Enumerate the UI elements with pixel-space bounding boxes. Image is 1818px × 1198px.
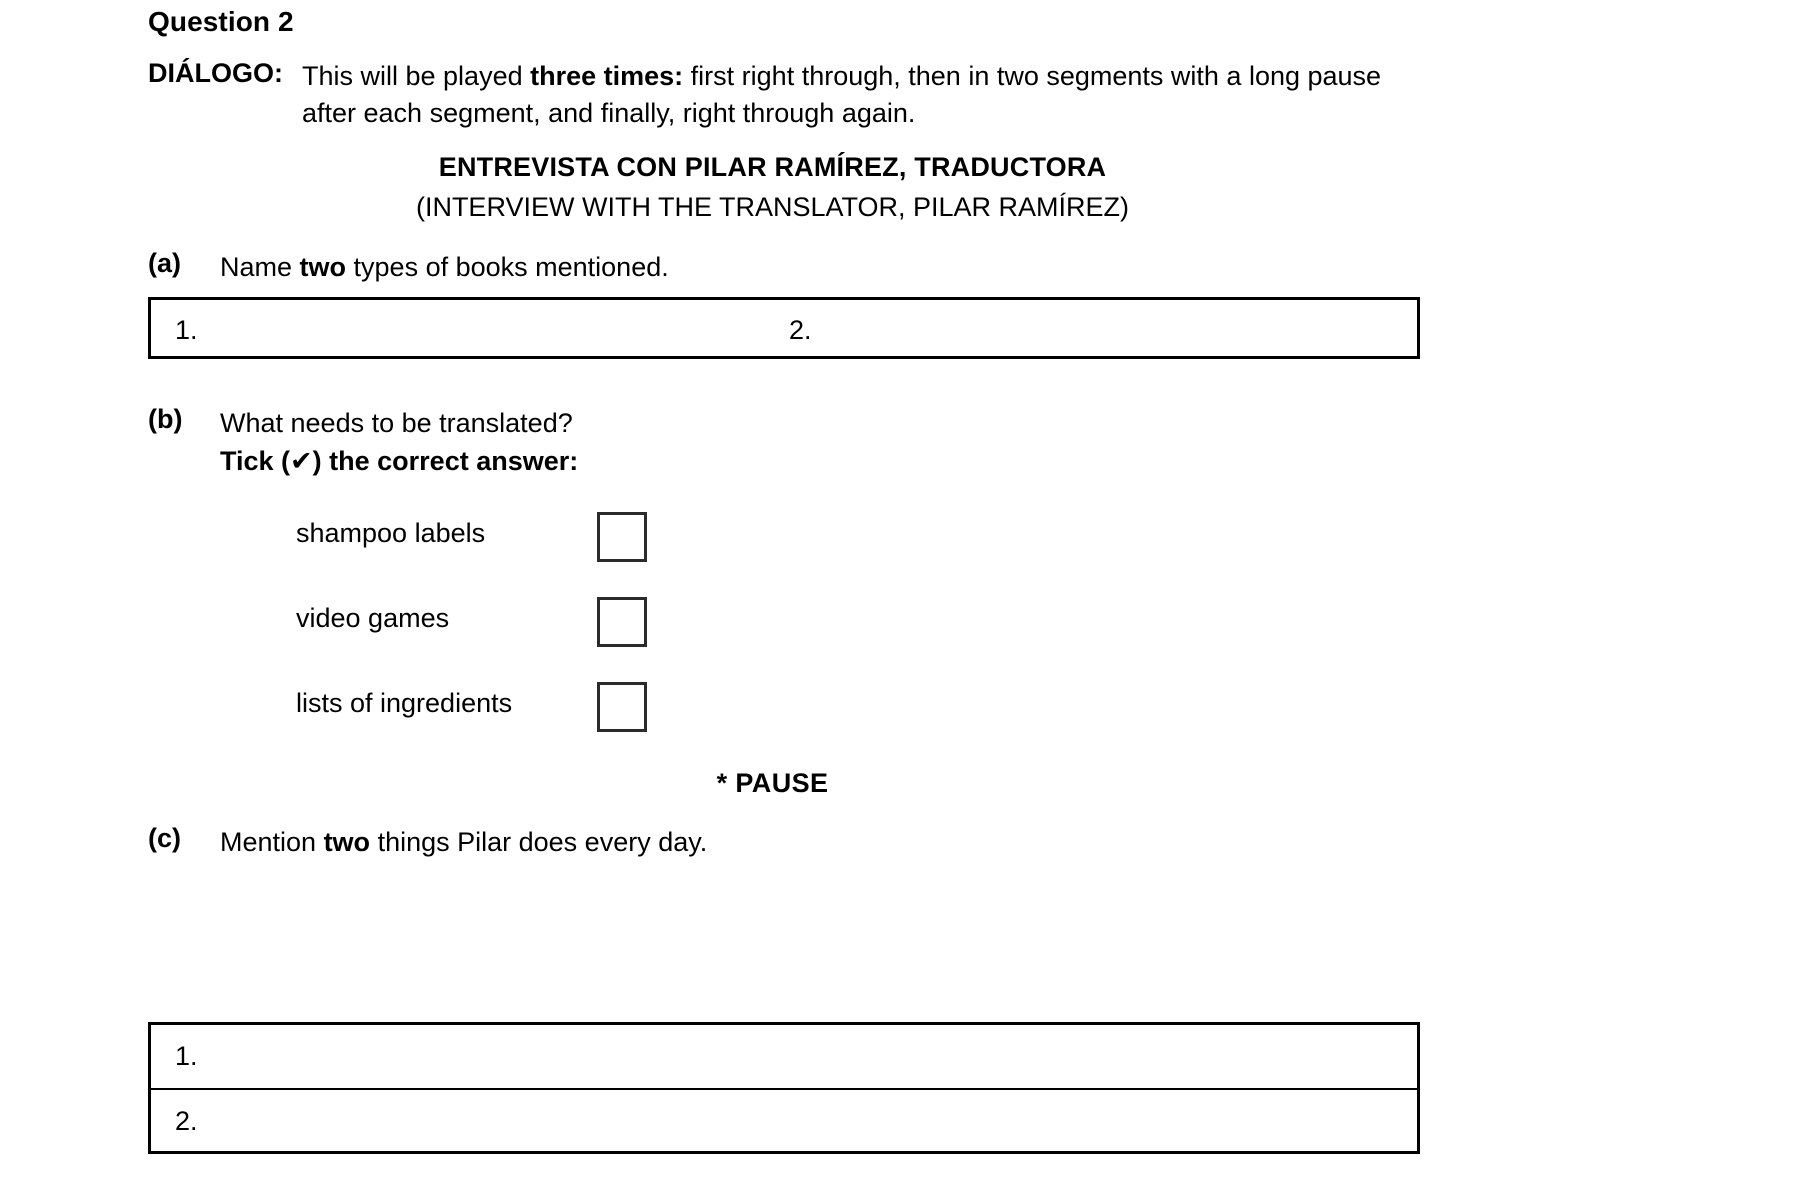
option-checkbox[interactable] — [597, 682, 647, 732]
table-row[interactable]: 2. — [151, 1088, 1417, 1151]
dialogo-label: DIÁLOGO: — [148, 58, 283, 88]
dialogo-instruction: DIÁLOGO: This will be played three times… — [148, 58, 1438, 133]
part-c-answer-label-2: 2. — [175, 1106, 198, 1136]
question-part-a: (a) Name two types of books mentioned. — [148, 248, 669, 286]
page-title: Question 2 — [148, 6, 294, 37]
table-row[interactable]: 1. — [151, 1025, 1417, 1088]
pause-marker: * PAUSE — [716, 768, 829, 798]
option-row[interactable]: video games — [296, 597, 756, 682]
option-label: lists of ingredients — [296, 688, 513, 718]
part-c-answer-label-1: 1. — [175, 1041, 198, 1071]
dialogo-text-after: first right through, then in two segment… — [302, 61, 1382, 129]
part-a-answer-box[interactable]: 1. 2. — [148, 297, 1420, 359]
dialogo-text: This will be played three times: first r… — [302, 58, 1438, 133]
part-b-letter: (b) — [148, 404, 183, 434]
option-checkbox[interactable] — [597, 512, 647, 562]
part-b-instruction-before: Tick ( — [220, 446, 291, 477]
dialogo-text-before: This will be played — [302, 61, 531, 91]
tick-icon: ✔ — [290, 446, 313, 478]
part-c-text-after: things Pilar does every day. — [370, 827, 708, 857]
interview-title: ENTREVISTA CON PILAR RAMÍREZ, TRADUCTORA — [438, 152, 1107, 182]
part-c-text: Mention two things Pilar does every day. — [220, 823, 707, 861]
part-c-letter: (c) — [148, 823, 181, 853]
part-b-options: shampoo labels video games lists of ingr… — [296, 512, 756, 767]
part-a-text-after: types of books mentioned. — [346, 252, 669, 282]
part-a-letter: (a) — [148, 248, 181, 278]
part-b-question: What needs to be translated? — [220, 408, 573, 438]
part-a-answer-label-2: 2. — [789, 315, 812, 345]
dialogo-text-emphasis: three times: — [530, 61, 684, 91]
option-label: shampoo labels — [296, 518, 486, 548]
part-c-answer-table: 1. 2. — [148, 1022, 1420, 1154]
part-b-text: What needs to be translated? Tick (✔) th… — [220, 404, 578, 482]
part-c-text-before: Mention — [220, 827, 324, 857]
part-b-instruction-after: ) the correct answer: — [312, 446, 579, 477]
question-part-b: (b) What needs to be translated? Tick (✔… — [148, 404, 578, 482]
question-part-c: (c) Mention two things Pilar does every … — [148, 823, 707, 861]
part-a-text-emphasis: two — [299, 252, 347, 282]
part-c-text-emphasis: two — [323, 827, 371, 857]
part-b-instruction: Tick (✔) the correct answer: — [220, 446, 579, 478]
option-label: video games — [296, 603, 450, 633]
part-a-answer-label-1: 1. — [175, 315, 198, 345]
part-a-text-before: Name — [220, 252, 300, 282]
option-row[interactable]: lists of ingredients — [296, 682, 756, 767]
option-row[interactable]: shampoo labels — [296, 512, 756, 597]
part-a-text: Name two types of books mentioned. — [220, 248, 669, 286]
option-checkbox[interactable] — [597, 597, 647, 647]
interview-subtitle: (INTERVIEW WITH THE TRANSLATOR, PILAR RA… — [415, 192, 1130, 222]
